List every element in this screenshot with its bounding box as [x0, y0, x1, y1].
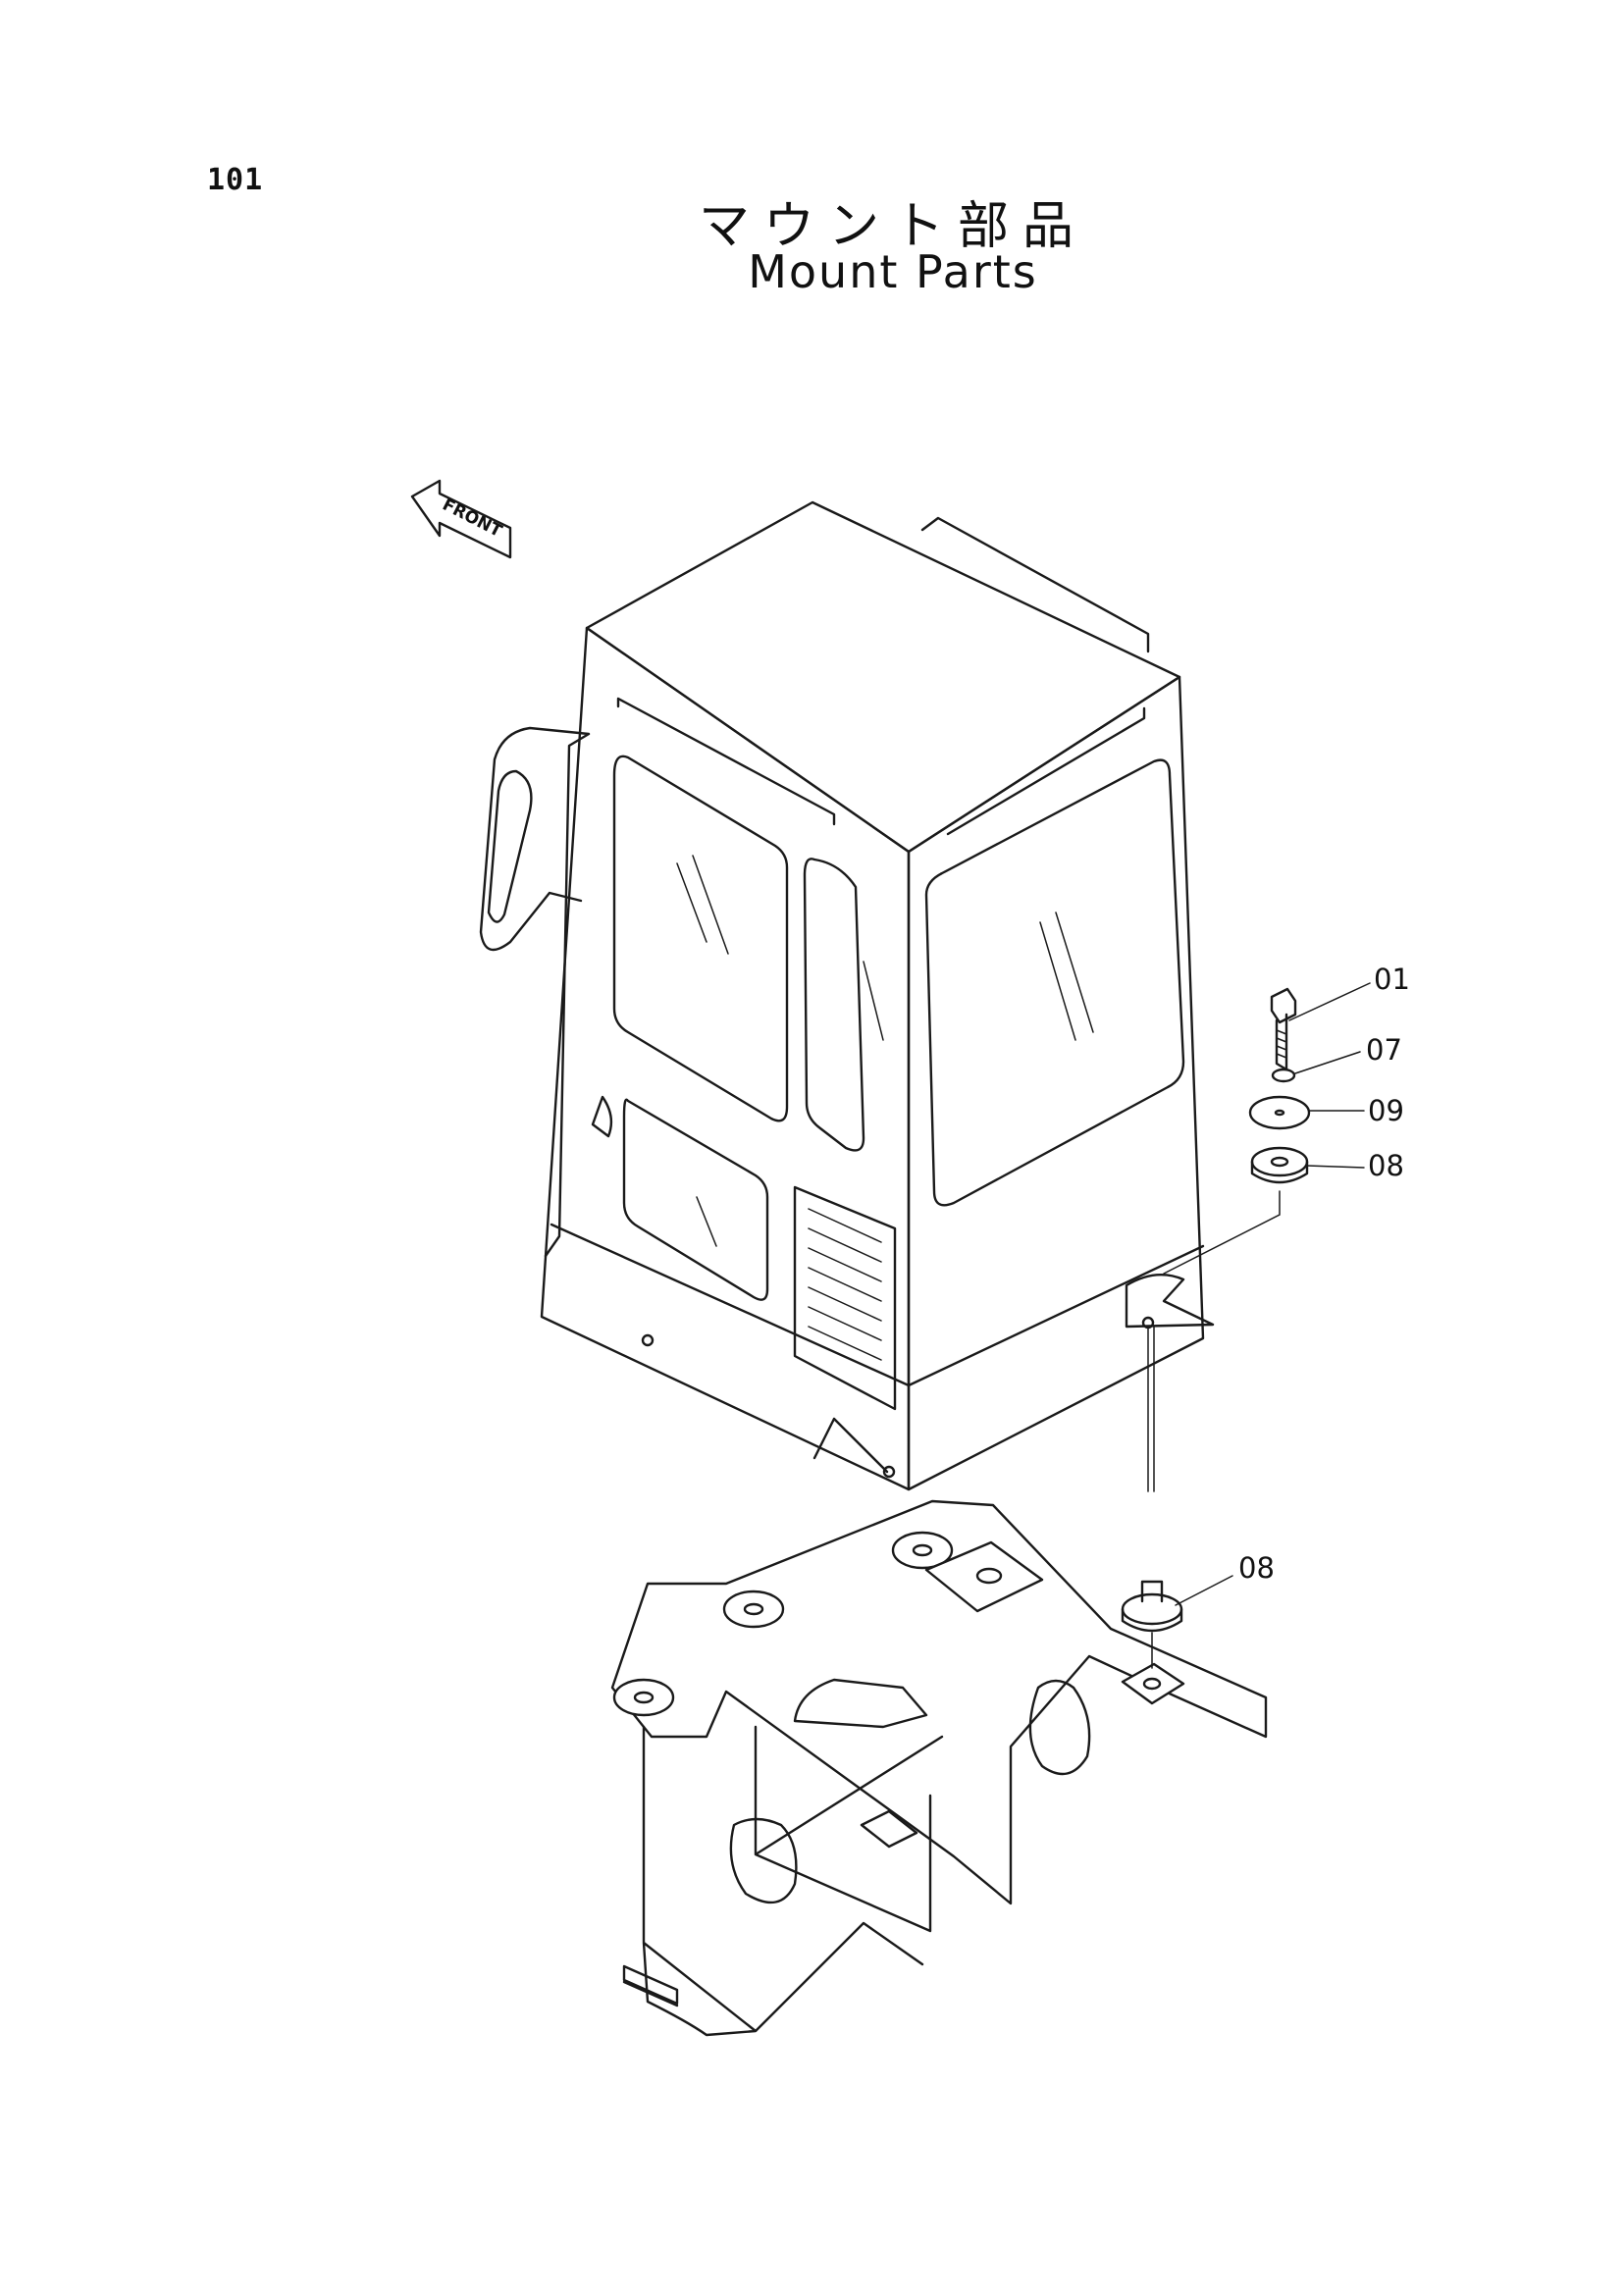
leader-line [1294, 1051, 1361, 1074]
plate-washer [1248, 1095, 1311, 1130]
rubber-mount-lower [1121, 1592, 1183, 1626]
rubber-mount-lower-side [1121, 1607, 1183, 1633]
callout-label: 01 [1374, 963, 1410, 996]
cab-corner-gusset [812, 1417, 889, 1474]
side-window [924, 758, 1185, 1207]
glass-reflection-marks [676, 855, 1094, 1247]
frame-mount-pad [891, 1531, 954, 1570]
page-title-japanese: マウント部品 [698, 197, 1087, 256]
cab-base-bolt-hole [882, 1465, 896, 1479]
roof-rail-front [616, 697, 836, 826]
callout-label: 08 [1368, 1149, 1404, 1182]
frame-rear-mount-hole [1142, 1677, 1162, 1691]
frame-lightening-hole [729, 1817, 798, 1904]
door-pillar-window [803, 858, 865, 1152]
door-handle [591, 1095, 613, 1138]
cab-handrail [479, 726, 591, 1258]
frame-mount-pad-hole [743, 1602, 764, 1616]
cab-base-bolt-hole [641, 1333, 655, 1347]
callout-label: 07 [1366, 1033, 1402, 1067]
cab-lower-band [550, 1223, 1205, 1387]
cab-roof [585, 500, 1181, 854]
frame-lower-mount-pad [860, 1809, 918, 1849]
front-arrow-icon [410, 479, 512, 559]
frame-lightening-hole [1028, 1679, 1091, 1776]
vent-grille-slats [808, 1208, 882, 1361]
page-title-english: Mount Parts [748, 245, 1038, 298]
vent-grille [793, 1185, 897, 1411]
operator-cab [479, 500, 1215, 1491]
front-window-lower [622, 1098, 769, 1301]
leader-line [1288, 982, 1371, 1021]
frame-mount-plate [924, 1540, 1044, 1613]
callout-07: 07 [1294, 1033, 1402, 1074]
bolt-center-line [1147, 1326, 1155, 1492]
rubber-mount-upper [1250, 1146, 1309, 1177]
callout-08-lower: 08 [1175, 1551, 1275, 1606]
cab-side-face [907, 675, 1205, 1491]
frame-step [622, 1964, 679, 2007]
frame-boss-lug [793, 1678, 928, 1729]
rubber-mount-upper-hole [1270, 1156, 1289, 1168]
rubber-mount-lower-boss [1140, 1580, 1164, 1603]
frame-mount-pad-hole [912, 1543, 933, 1557]
front-window-upper [612, 755, 789, 1122]
callout-09: 09 [1308, 1094, 1404, 1127]
frame-side-wall [642, 1725, 924, 2037]
roof-rail-side [946, 706, 1146, 836]
rubber-mount-upper-side [1250, 1160, 1309, 1184]
cab-mount-bracket [1125, 1274, 1215, 1329]
front-direction-arrow: FRONT [410, 479, 512, 559]
assembly-leader-line [1163, 1190, 1281, 1275]
callout-label: 09 [1368, 1094, 1404, 1127]
front-arrow-label: FRONT [439, 495, 504, 542]
bolt-thread [1276, 1029, 1287, 1059]
frame-inner-web [754, 1725, 944, 1933]
frame-mount-pad-hole [633, 1691, 655, 1704]
callout-01: 01 [1288, 963, 1410, 1021]
spring-washer [1271, 1068, 1296, 1083]
frame-mount-pad [722, 1590, 785, 1629]
frame-mount-plate-hole [975, 1567, 1003, 1585]
roof-rail-rear [920, 516, 1150, 653]
page-number: 101 [207, 163, 264, 197]
callout-label: 08 [1238, 1551, 1275, 1585]
callout-08-upper: 08 [1306, 1149, 1404, 1182]
leader-line [1306, 1165, 1365, 1169]
handrail-grip [487, 769, 533, 923]
plate-washer-hole [1274, 1109, 1285, 1117]
mount-parts-stack [1121, 987, 1311, 1669]
frame-rear-mount-pad [1121, 1662, 1185, 1705]
leader-line [1175, 1575, 1233, 1606]
frame-top-plate [610, 1499, 1268, 1905]
bolt-head [1270, 987, 1297, 1024]
upper-frame [610, 1499, 1268, 2037]
frame-mount-pad [612, 1678, 675, 1717]
